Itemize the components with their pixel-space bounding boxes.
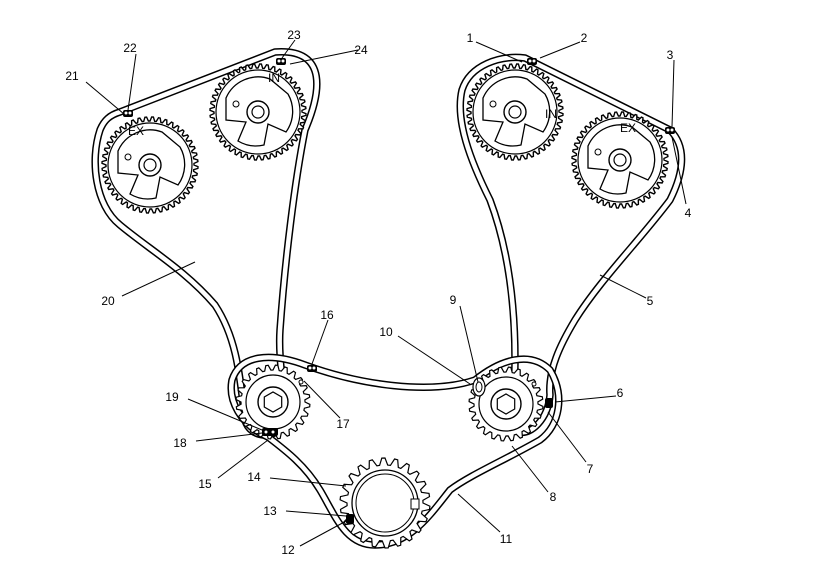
leader-line-13 bbox=[285, 510, 347, 517]
callout-label-8: 8 bbox=[550, 490, 557, 504]
callout-label-12: 12 bbox=[281, 543, 295, 557]
callout-label-9: 9 bbox=[450, 293, 457, 307]
callout-label-13: 13 bbox=[263, 504, 277, 518]
callout-label-3: 3 bbox=[667, 48, 674, 62]
callout-label-15: 15 bbox=[198, 477, 212, 491]
leader-line-7 bbox=[547, 411, 587, 463]
callout-label-7: 7 bbox=[587, 462, 594, 476]
sprocket-mark-label: IN bbox=[268, 71, 280, 85]
timing-dot bbox=[298, 379, 304, 385]
leader-line-14 bbox=[269, 477, 347, 487]
timing-link-marker bbox=[262, 428, 278, 436]
callout-label-4: 4 bbox=[685, 206, 692, 220]
timing-link-marker bbox=[545, 398, 553, 408]
sprocket-mark-label: EX bbox=[128, 124, 144, 138]
idler-bolt-head bbox=[263, 391, 283, 413]
callout-label-10: 10 bbox=[379, 325, 393, 339]
leader-line-3 bbox=[671, 59, 675, 128]
right-exhaust-cam-sprocket: EX bbox=[571, 111, 669, 209]
crank-keyway bbox=[410, 498, 420, 510]
callout-label-23: 23 bbox=[287, 28, 301, 42]
dowel-hole bbox=[232, 100, 240, 108]
right-idler-sprocket bbox=[468, 366, 544, 442]
leader-line-21 bbox=[85, 81, 125, 115]
crankshaft-sprocket bbox=[339, 457, 431, 549]
callout-label-2: 2 bbox=[581, 31, 588, 45]
leader-line-12 bbox=[299, 519, 349, 547]
callout-label-11: 11 bbox=[500, 532, 513, 546]
tensioner-pin bbox=[472, 377, 486, 397]
bolt-hole bbox=[251, 105, 265, 119]
leader-line-18 bbox=[195, 432, 263, 442]
callout-label-5: 5 bbox=[647, 294, 654, 308]
bolt-hole bbox=[613, 153, 627, 167]
sprocket-mark-label: IN bbox=[545, 107, 557, 121]
callout-label-16: 16 bbox=[320, 308, 334, 322]
leader-line-15 bbox=[217, 439, 269, 479]
timing-link-marker bbox=[665, 127, 675, 134]
leader-line-19 bbox=[187, 398, 263, 431]
leader-line-16 bbox=[311, 319, 329, 365]
bolt-hole bbox=[508, 105, 522, 119]
timing-marks bbox=[123, 58, 675, 524]
callout-label-24: 24 bbox=[354, 43, 368, 57]
leader-line-6 bbox=[554, 395, 617, 403]
dowel-hole bbox=[124, 153, 132, 161]
callout-label-19: 19 bbox=[165, 390, 179, 404]
callout-label-18: 18 bbox=[173, 436, 187, 450]
callout-label-17: 17 bbox=[336, 417, 350, 431]
left-intake-cam-sprocket: IN bbox=[209, 63, 307, 161]
leader-line-9 bbox=[459, 305, 479, 383]
leader-line-22 bbox=[127, 53, 137, 111]
timing-link-marker bbox=[307, 365, 317, 372]
leader-line-5 bbox=[599, 274, 647, 299]
timing-link-marker bbox=[123, 110, 133, 117]
leader-lines bbox=[85, 39, 687, 547]
callout-label-20: 20 bbox=[101, 294, 115, 308]
leader-line-11 bbox=[457, 493, 501, 533]
callout-label-1: 1 bbox=[467, 31, 474, 45]
leader-line-24 bbox=[289, 49, 359, 65]
callout-label-22: 22 bbox=[123, 41, 137, 55]
timing-dot bbox=[531, 381, 537, 387]
crank-bore-inner bbox=[355, 473, 415, 533]
dowel-hole bbox=[489, 100, 497, 108]
callout-label-6: 6 bbox=[617, 386, 624, 400]
callout-label-21: 21 bbox=[65, 69, 79, 83]
callout-label-14: 14 bbox=[247, 470, 261, 484]
leader-line-8 bbox=[511, 445, 549, 493]
left-idler-sprocket bbox=[235, 364, 311, 440]
timing-link-marker bbox=[527, 58, 537, 65]
primary-chain-inner bbox=[229, 355, 561, 548]
timing-link-marker bbox=[346, 514, 354, 524]
sprockets: EX IN IN EX bbox=[101, 63, 669, 549]
leader-line-17 bbox=[303, 380, 341, 419]
leader-line-1 bbox=[475, 41, 523, 63]
leader-line-2 bbox=[539, 41, 581, 59]
leader-line-23 bbox=[281, 39, 296, 59]
right-intake-cam-sprocket: IN bbox=[466, 63, 564, 161]
timing-link-marker bbox=[276, 58, 286, 65]
leader-line-20 bbox=[121, 261, 196, 297]
idler-bolt-head bbox=[496, 393, 516, 415]
dowel-hole bbox=[594, 148, 602, 156]
bolt-hole bbox=[143, 158, 157, 172]
sprocket-mark-label: EX bbox=[620, 121, 636, 135]
leader-line-4 bbox=[671, 136, 687, 205]
leader-line-10 bbox=[397, 335, 471, 385]
left-exhaust-cam-sprocket: EX bbox=[101, 116, 199, 214]
